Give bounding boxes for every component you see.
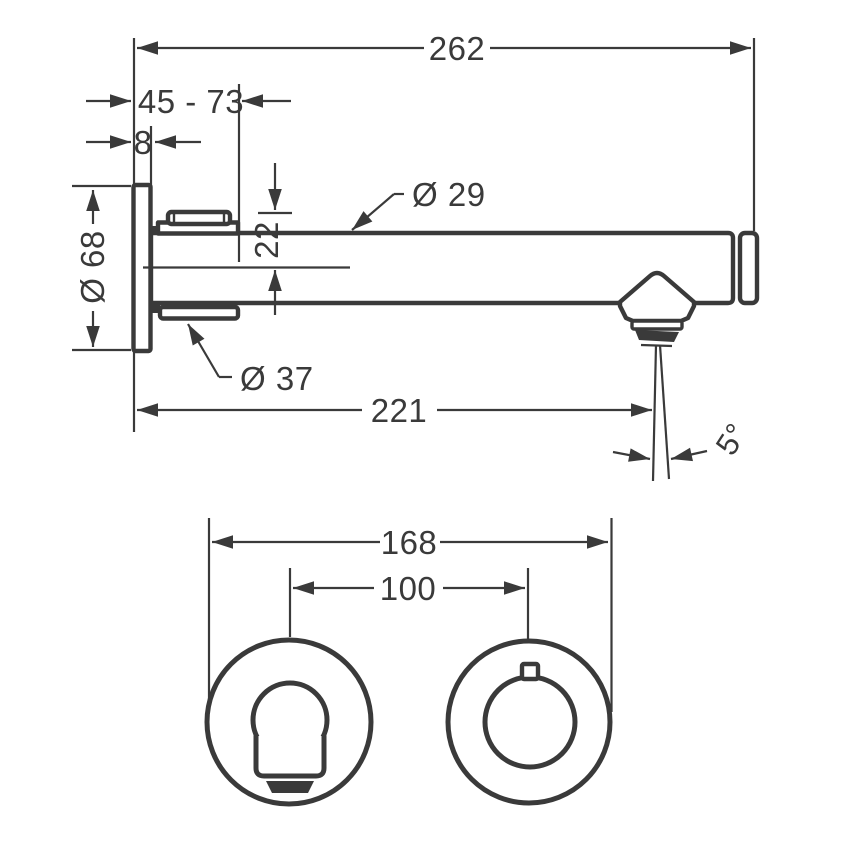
- dim-sleeve-diameter: Ø 37: [187, 323, 314, 397]
- spout-front-bracket: [253, 733, 327, 779]
- dim-centre-distance: 100: [293, 570, 525, 607]
- handle-index-notch: [519, 661, 541, 682]
- total-length-value: 262: [429, 30, 486, 67]
- extension-lines: [72, 38, 756, 712]
- dim-plate-diameter: Ø 68: [74, 190, 111, 347]
- spout-end-cap: [737, 230, 760, 306]
- cartridge-cap: [165, 209, 233, 227]
- dim-plate-thickness: 8: [86, 124, 201, 161]
- plate-thickness-value: 8: [134, 124, 153, 161]
- dim-spout-offset: 22: [248, 163, 285, 315]
- front-view: [204, 637, 613, 807]
- cartridge-joint: [150, 226, 160, 234]
- sleeve-diameter-value: Ø 37: [240, 360, 314, 397]
- aerator-mousseur: [635, 330, 679, 342]
- mounting-depth-value: 45 - 73: [138, 83, 244, 120]
- spout-tube: [148, 230, 736, 306]
- spout-front-aerator: [266, 781, 314, 793]
- sleeve-joint: [150, 304, 160, 313]
- side-view: [131, 182, 760, 482]
- stream-angle-value: 5°: [709, 417, 754, 461]
- overall-width-value: 168: [381, 524, 438, 561]
- spout-reach-value: 221: [371, 392, 428, 429]
- dim-spout-diameter: Ø 29: [351, 176, 486, 231]
- dim-overall-width: 168: [212, 524, 608, 561]
- water-stream: [651, 344, 671, 482]
- spout-diameter-value: Ø 29: [412, 176, 486, 213]
- aerator-rim: [630, 319, 684, 331]
- dim-stream-angle: 5°: [612, 417, 754, 462]
- dim-spout-reach: 221: [137, 392, 652, 429]
- handle-knob-circle: [482, 674, 578, 770]
- centre-distance-value: 100: [380, 570, 437, 607]
- dim-mounting-depth: 45 - 73: [86, 83, 291, 120]
- dim-total-length: 262: [137, 30, 751, 67]
- spout-offset-value: 22: [248, 221, 285, 259]
- lower-sleeve: [157, 304, 241, 321]
- plate-diameter-value: Ø 68: [74, 230, 111, 304]
